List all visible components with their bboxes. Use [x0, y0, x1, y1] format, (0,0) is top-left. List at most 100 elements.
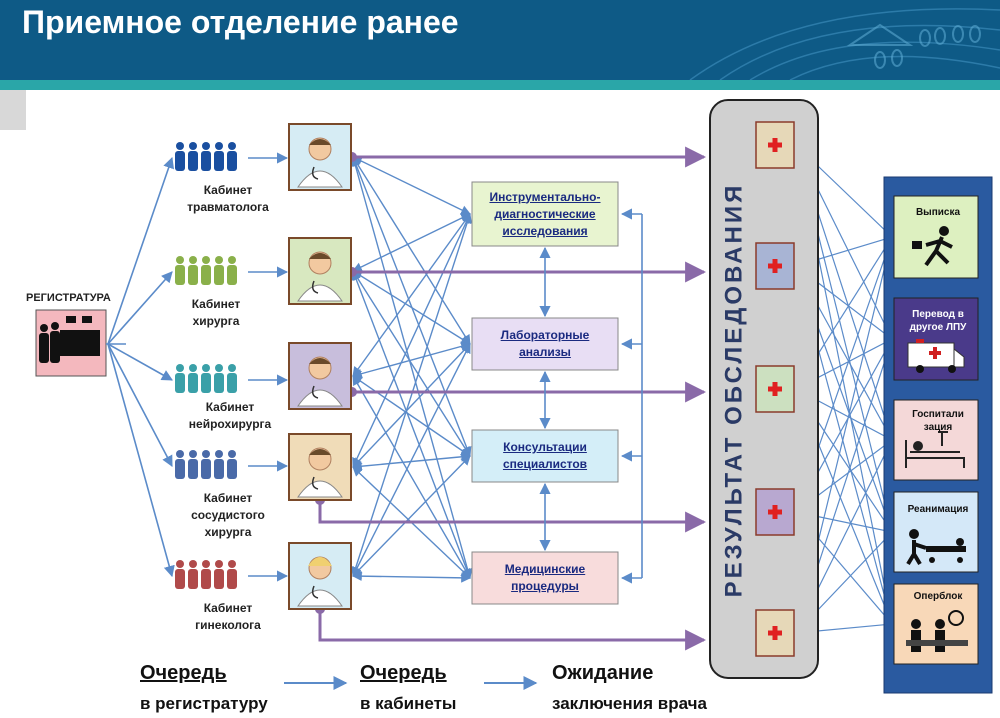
doctor-box	[288, 542, 352, 610]
doctor-icon	[297, 447, 343, 498]
person-body	[188, 265, 198, 285]
person-head	[228, 560, 236, 568]
service-label-line: диагностические	[494, 206, 596, 221]
outcome-label-line: Оперблок	[913, 591, 963, 602]
doctor-service-arrow	[350, 156, 473, 579]
person-body	[201, 459, 211, 479]
result-box	[755, 488, 795, 536]
result-label: РЕЗУЛЬТАТ ОБСЛЕДОВАНИЯ	[712, 105, 756, 675]
stretcher-wheel	[957, 557, 963, 563]
person-body	[201, 151, 211, 171]
red-cross-icon	[768, 259, 782, 273]
registry-arrow	[107, 343, 175, 578]
cabinet-label: Кабинет нейрохирурга	[168, 399, 292, 433]
service-box	[471, 317, 619, 371]
iv-stand	[938, 431, 948, 446]
service-label-line: Консультации	[503, 440, 587, 454]
doctor-service-arrow	[352, 455, 471, 577]
outcome-label: Реанимация	[896, 503, 980, 516]
person-head	[228, 364, 236, 372]
legend-subtitle: в кабинеты	[360, 694, 457, 713]
person-body	[214, 459, 224, 479]
person-body	[175, 151, 185, 171]
red-cross-icon	[768, 505, 782, 519]
person-body	[227, 265, 237, 285]
cabinet-label-line: гинеколога	[195, 618, 261, 632]
doctor-box	[288, 237, 352, 305]
doctor-hair	[309, 139, 331, 145]
stretcher	[926, 546, 966, 552]
person-head	[189, 364, 197, 372]
person-head	[176, 364, 184, 372]
person-body	[214, 265, 224, 285]
running-man-icon	[912, 226, 953, 267]
service-label: Лабораторные анализы	[472, 318, 618, 370]
legend-title: Очередь	[140, 662, 227, 684]
person-body	[227, 459, 237, 479]
cabinet-label: Кабинет гинеколога	[168, 600, 288, 634]
legend-subtitle: в регистратуру	[140, 694, 268, 713]
result-box	[755, 365, 795, 413]
doctor-service-arrow	[352, 341, 471, 379]
doctor-service-arrow	[352, 270, 471, 345]
registry-label: РЕГИСТРАТУРА	[26, 292, 111, 304]
doctor-hair	[308, 557, 332, 566]
cabinet-label-line: сосудистого	[191, 508, 265, 522]
ambulance-cross	[929, 347, 941, 359]
surgery-icon	[906, 610, 968, 652]
service-box	[471, 429, 619, 483]
service-label-line: процедуры	[511, 579, 579, 593]
outcome-box-frame	[893, 195, 979, 279]
person-body	[227, 151, 237, 171]
person-body	[188, 569, 198, 589]
person-body	[201, 569, 211, 589]
person-queue-icon	[175, 560, 237, 589]
registry-arrow	[107, 156, 175, 345]
registry-arrow	[107, 271, 173, 345]
person-head	[215, 256, 223, 264]
person-head	[202, 560, 210, 568]
result-box	[755, 242, 795, 290]
surgical-lamp	[948, 610, 964, 626]
person-queue-icon	[175, 450, 237, 479]
operating-table	[906, 640, 968, 646]
person-head	[215, 450, 223, 458]
person-body	[214, 151, 224, 171]
doctor-coat	[297, 389, 343, 407]
cabinet-label-line: Кабинет	[191, 297, 241, 311]
outcome-label-line: зация	[923, 422, 953, 433]
person-head	[215, 142, 223, 150]
result-box	[755, 609, 795, 657]
person-head	[189, 450, 197, 458]
outcome-label: Оперблок	[896, 590, 980, 603]
doctor-box	[288, 433, 352, 501]
person-body	[201, 373, 211, 393]
person-body	[188, 373, 198, 393]
person-head	[215, 364, 223, 372]
stretcher-icon	[906, 529, 966, 566]
service-box	[471, 551, 619, 605]
outcome-label: Выписка	[896, 206, 980, 219]
person-body	[201, 265, 211, 285]
registry-block	[35, 309, 107, 377]
cabinet-label-line: хирурга	[192, 314, 240, 328]
ambulance-cab	[953, 347, 965, 368]
service-label: Консультации специалистов	[472, 430, 618, 482]
red-cross-icon	[768, 138, 782, 152]
medic-head	[909, 529, 919, 539]
result-arrow	[318, 500, 707, 533]
stethoscope	[311, 280, 319, 294]
legend-subtitle: заключения врача	[552, 694, 707, 713]
service-label-line: исследования	[502, 223, 588, 238]
doctor-coat	[297, 170, 343, 188]
cabinet-label: Кабинет хирурга	[168, 296, 264, 330]
person-head	[202, 142, 210, 150]
person-body	[188, 459, 198, 479]
person-body	[214, 373, 224, 393]
doctor-service-arrow	[352, 375, 471, 457]
person-body	[214, 569, 224, 589]
person-queue-icon	[175, 142, 237, 171]
